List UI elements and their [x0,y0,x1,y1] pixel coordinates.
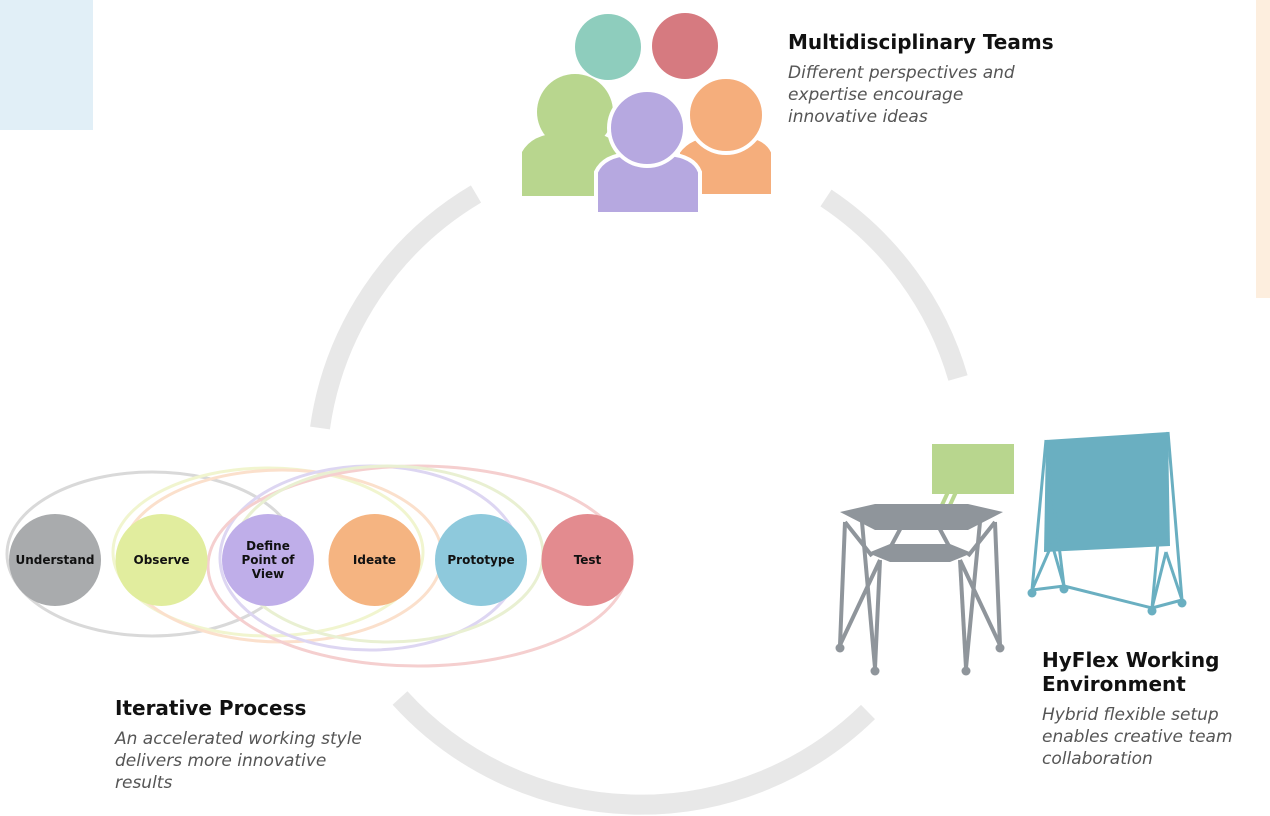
person-head-red [652,13,718,79]
environment-title: HyFlex Working Environment [1042,648,1220,696]
process-text-block: Iterative Process An accelerated working… [115,696,375,794]
process-step-circle [9,514,101,606]
process-step-label: Prototype [447,553,514,567]
person-head-purple [607,88,687,168]
process-step-label: Test [574,553,602,567]
process-step-label: Observe [134,553,190,567]
environment-text-block: HyFlex Working Environment Hybrid flexib… [1042,648,1262,770]
table-top [840,504,1003,530]
cycle-ring [310,185,968,815]
person-head-teal [575,14,641,80]
table-shelf [868,544,972,562]
whiteboard-panel [1044,432,1170,552]
person-head-orange [686,75,766,155]
process-step: Ideate [328,514,421,606]
whiteboard-wheels [1027,584,1187,616]
teams-title: Multidisciplinary Teams [788,30,1054,54]
process-step-circle [541,514,634,606]
ring-arc-left [310,185,482,430]
table-wheels [835,643,1005,676]
process-title: Iterative Process [115,696,307,720]
environment-description: Hybrid flexible setup enables creative t… [1042,705,1233,769]
process-step-circle [435,514,527,606]
corner-tint-peach [1256,0,1270,298]
process-step: Test [541,514,634,606]
process-step-label: Understand [15,553,94,567]
ring-arc-right [820,189,968,381]
hyflex-furniture-icon [835,431,1187,676]
process-step: Observe [115,514,208,606]
teams-text-block: Multidisciplinary Teams Different perspe… [788,30,1088,128]
monitor-screen [932,444,1014,494]
person-head-green [537,74,613,150]
process-step-circle [115,514,208,606]
table-frame [838,519,1002,669]
corner-tint-blue [0,0,93,130]
whiteboard-frame [1030,431,1184,610]
process-step-circle [328,514,421,606]
process-step: Understand [9,514,101,606]
process-step-label: Ideate [353,553,396,567]
process-step-circle [222,514,314,606]
teams-description: Different perspectives and expertise enc… [788,63,1015,127]
team-people-icon [522,13,775,216]
process-step: Prototype [435,514,527,606]
ring-arc-bottom [392,691,875,815]
process-description: An accelerated working style delivers mo… [115,729,362,793]
